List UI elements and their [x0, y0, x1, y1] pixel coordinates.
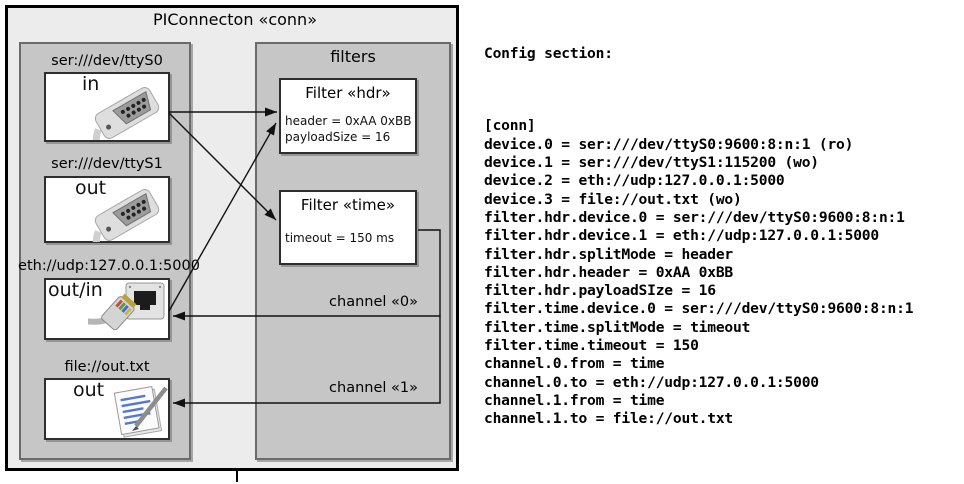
config-line: filter.hdr.device.1 = eth://udp:127.0.0.…: [484, 227, 879, 245]
channel-1-label: channel «1»: [329, 380, 418, 396]
serial-connector-icon: [92, 189, 160, 242]
filter-hdr-attr-header: header = 0xAA 0xBB: [285, 114, 412, 128]
config-line: filter.hdr.header = 0xAA 0xBB: [484, 263, 733, 281]
device-label-ttys1: ser:///dev/ttyS1: [51, 156, 163, 172]
config-line: filter.time.timeout = 150: [484, 337, 699, 355]
filter-time-title: Filter «time»: [300, 196, 396, 214]
config-line: channel.1.from = time: [484, 391, 665, 409]
filter-hdr-title: Filter «hdr»: [305, 84, 391, 102]
config-section: Config section: [conn]device.0 = ser:///…: [484, 8, 962, 465]
config-lines: [conn]device.0 = ser:///dev/ttyS0:9600:8…: [484, 117, 962, 428]
config-line: device.0 = ser:///dev/ttyS0:9600:8:n:1 (…: [484, 135, 854, 153]
diagram-title: PIConnecton «conn»: [153, 10, 317, 29]
device-direction-file: out: [73, 379, 105, 401]
config-line: device.1 = ser:///dev/ttyS1:115200 (wo): [484, 154, 819, 172]
serial-connector-icon: [92, 87, 160, 140]
device-label-eth: eth://udp:127.0.0.1:5000: [18, 258, 200, 274]
channel-0-label: channel «0»: [329, 294, 418, 310]
ethernet-plug-icon: [88, 293, 137, 331]
config-line: filter.hdr.splitMode = header: [484, 245, 733, 263]
device-direction-ttys0: in: [82, 73, 100, 95]
notepad-pen-icon: [113, 385, 168, 438]
filter-time-attr-timeout: timeout = 150 ms: [285, 231, 395, 245]
filter-hdr-box: [279, 78, 417, 154]
caret-artifact: [236, 471, 238, 482]
config-heading: Config section:: [484, 44, 613, 62]
config-line: filter.time.device.0 = ser:///dev/ttyS0:…: [484, 300, 914, 318]
device-direction-eth: out/in: [48, 279, 103, 301]
device-label-ttys0: ser:///dev/ttyS0: [51, 53, 163, 69]
config-line: filter.time.splitMode = timeout: [484, 318, 751, 336]
filter-hdr-attr-payloadsize: payloadSize = 16: [285, 130, 391, 144]
config-line: device.2 = eth://udp:127.0.0.1:5000: [484, 172, 785, 190]
config-line: channel.1.to = file://out.txt: [484, 410, 733, 428]
device-direction-ttys1: out: [75, 177, 107, 199]
config-line: filter.hdr.payloadSIze = 16: [484, 282, 716, 300]
config-line: channel.0.to = eth://udp:127.0.0.1:5000: [484, 373, 819, 391]
device-label-file: file://out.txt: [64, 359, 150, 375]
config-line: channel.0.from = time: [484, 355, 665, 373]
config-line: filter.hdr.device.0 = ser:///dev/ttyS0:9…: [484, 208, 905, 226]
config-line: device.3 = file://out.txt (wo): [484, 190, 742, 208]
filters-group-label: filters: [330, 47, 376, 66]
config-line: [conn]: [484, 117, 536, 135]
